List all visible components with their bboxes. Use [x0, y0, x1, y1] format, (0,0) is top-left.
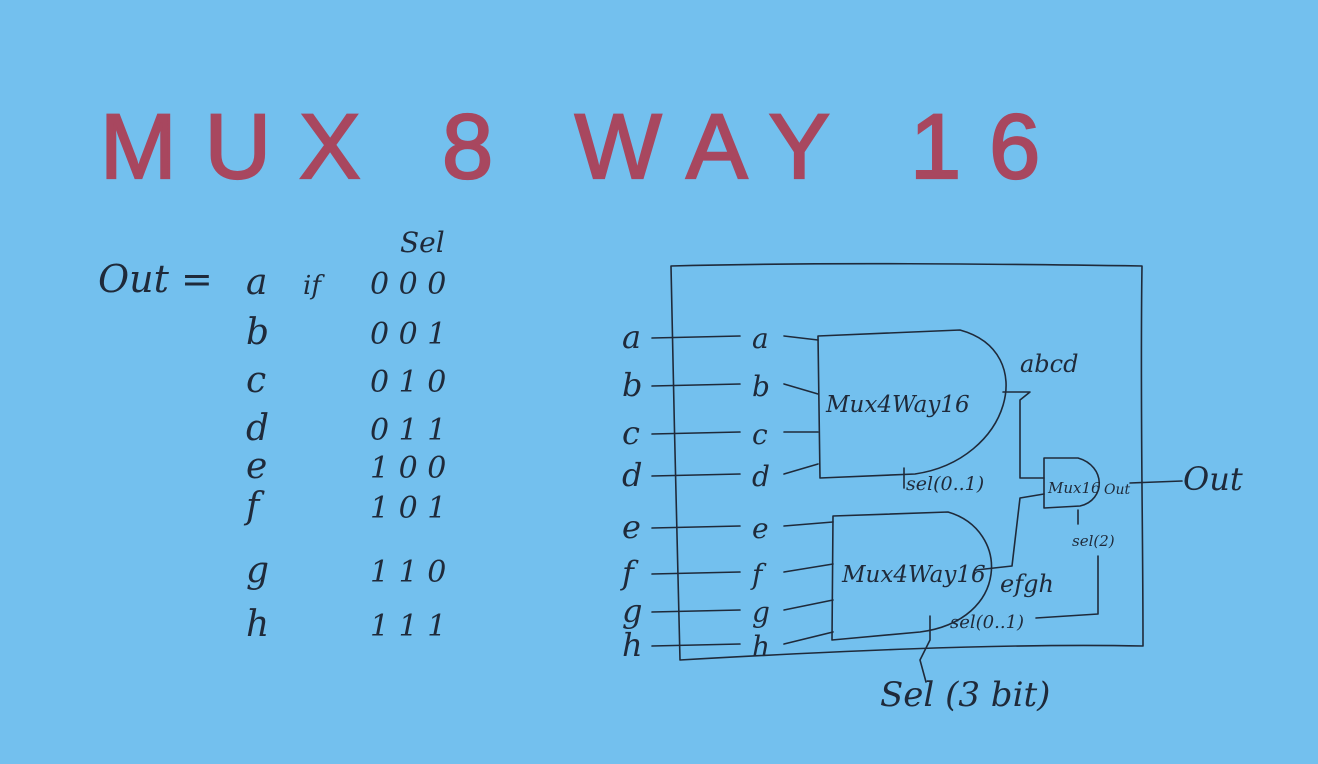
input-wire: [651, 383, 741, 387]
truth-table-input: d: [246, 408, 269, 449]
gate-input-wire: [783, 599, 834, 611]
input-wire: [651, 473, 741, 477]
wire-abcd-label: abcd: [1020, 350, 1078, 378]
truth-table-input: f: [243, 486, 265, 527]
truth-table-sel-bits: 1 1 1: [370, 609, 446, 644]
outer-input-label: b: [622, 366, 642, 404]
truth-table-sel-bits: 0 0 1: [370, 317, 446, 352]
mux16-out-label: Out: [1104, 482, 1130, 498]
inner-input-label: a: [752, 322, 769, 355]
outer-input-label: e: [622, 508, 641, 546]
gate-input-wire: [783, 383, 819, 395]
out-equals-label: Out =: [98, 257, 213, 301]
inner-input-label: g: [752, 596, 770, 629]
input-wire: [651, 571, 741, 575]
gate-input-wire: [783, 463, 819, 475]
outer-input-label: c: [622, 414, 640, 452]
inner-input-label: f: [750, 558, 767, 591]
truth-table-input: b: [246, 312, 269, 353]
truth-table-sel-bits: 1 1 0: [370, 555, 446, 590]
wire-abcd: [1002, 391, 1045, 479]
mux4way16-bottom-label: Mux4Way16: [841, 562, 986, 588]
truth-table-sel-bits: 1 0 0: [370, 451, 446, 486]
input-wire: [651, 643, 741, 647]
sel-bottom-label: sel(0..1): [950, 612, 1024, 633]
truth-table: Sel Out = if a 0 0 0 b 0 0 1 c 0 1 0 d 0 1 1 e 1 …: [98, 226, 446, 645]
truth-table-rows: a 0 0 0 b 0 0 1 c 0 1 0 d 0 1 1 e 1 0 0 f 1 0 1 g 1 1…: [243, 262, 446, 645]
mux4way16-top-gate: [817, 329, 1007, 479]
truth-table-sel-bits: 0 0 0: [370, 267, 446, 302]
sel-final-bus: [1035, 555, 1099, 619]
input-wire: [651, 431, 741, 435]
mux4way16-top-label: Mux4Way16: [825, 392, 970, 418]
mux4way16-bottom-gate: [831, 511, 993, 641]
inner-input-label: b: [752, 370, 770, 403]
inner-input-label: d: [752, 460, 770, 493]
gate-input-wire: [783, 563, 834, 573]
outer-input-label: d: [622, 456, 642, 494]
input-wire: [651, 525, 741, 529]
truth-table-input: a: [246, 262, 267, 303]
outer-input-label: a: [622, 318, 641, 356]
mux16-gate: [1043, 457, 1101, 509]
outer-input-label: h: [622, 626, 643, 664]
truth-table-input: e: [246, 446, 267, 487]
inner-input-label: h: [752, 630, 770, 663]
sel-header: Sel: [400, 226, 445, 259]
inner-input-label: c: [752, 418, 768, 451]
chip-boundary: [670, 262, 1144, 661]
truth-table-input: c: [246, 360, 266, 401]
sel-bus-label: Sel (3 bit): [880, 675, 1050, 715]
mux16-label: Mux16: [1047, 479, 1101, 497]
sel-top-label: sel(0..1): [906, 473, 984, 495]
gate-input-wire: [783, 335, 819, 341]
gate-input-wire: [783, 521, 834, 527]
truth-table-sel-bits: 1 0 1: [370, 491, 446, 526]
input-wire: [651, 609, 741, 613]
input-wire: [651, 335, 741, 339]
if-label: if: [303, 271, 325, 301]
truth-table-sel-bits: 0 1 1: [370, 413, 446, 448]
sel-final-label: sel(2): [1072, 532, 1115, 550]
outer-input-label: g: [622, 592, 642, 630]
inner-input-label: e: [752, 512, 769, 545]
sel-bottom-wire: [919, 615, 931, 683]
page-title: MUX 8 WAY 16: [100, 96, 1068, 198]
gate-input-wire: [783, 631, 834, 645]
truth-table-input: g: [246, 550, 269, 591]
mux8way16-diagram: Mux4Way16 Mux4Way16 Mux16 Out abcd efgh …: [620, 262, 1243, 715]
truth-table-sel-bits: 0 1 0: [370, 365, 446, 400]
wire-efgh: [975, 493, 1045, 571]
wire-efgh-label: efgh: [1000, 570, 1054, 598]
truth-table-input: h: [246, 604, 269, 645]
outer-input-label: f: [620, 554, 639, 592]
wire-out: [1129, 480, 1183, 484]
output-label: Out: [1183, 460, 1243, 498]
